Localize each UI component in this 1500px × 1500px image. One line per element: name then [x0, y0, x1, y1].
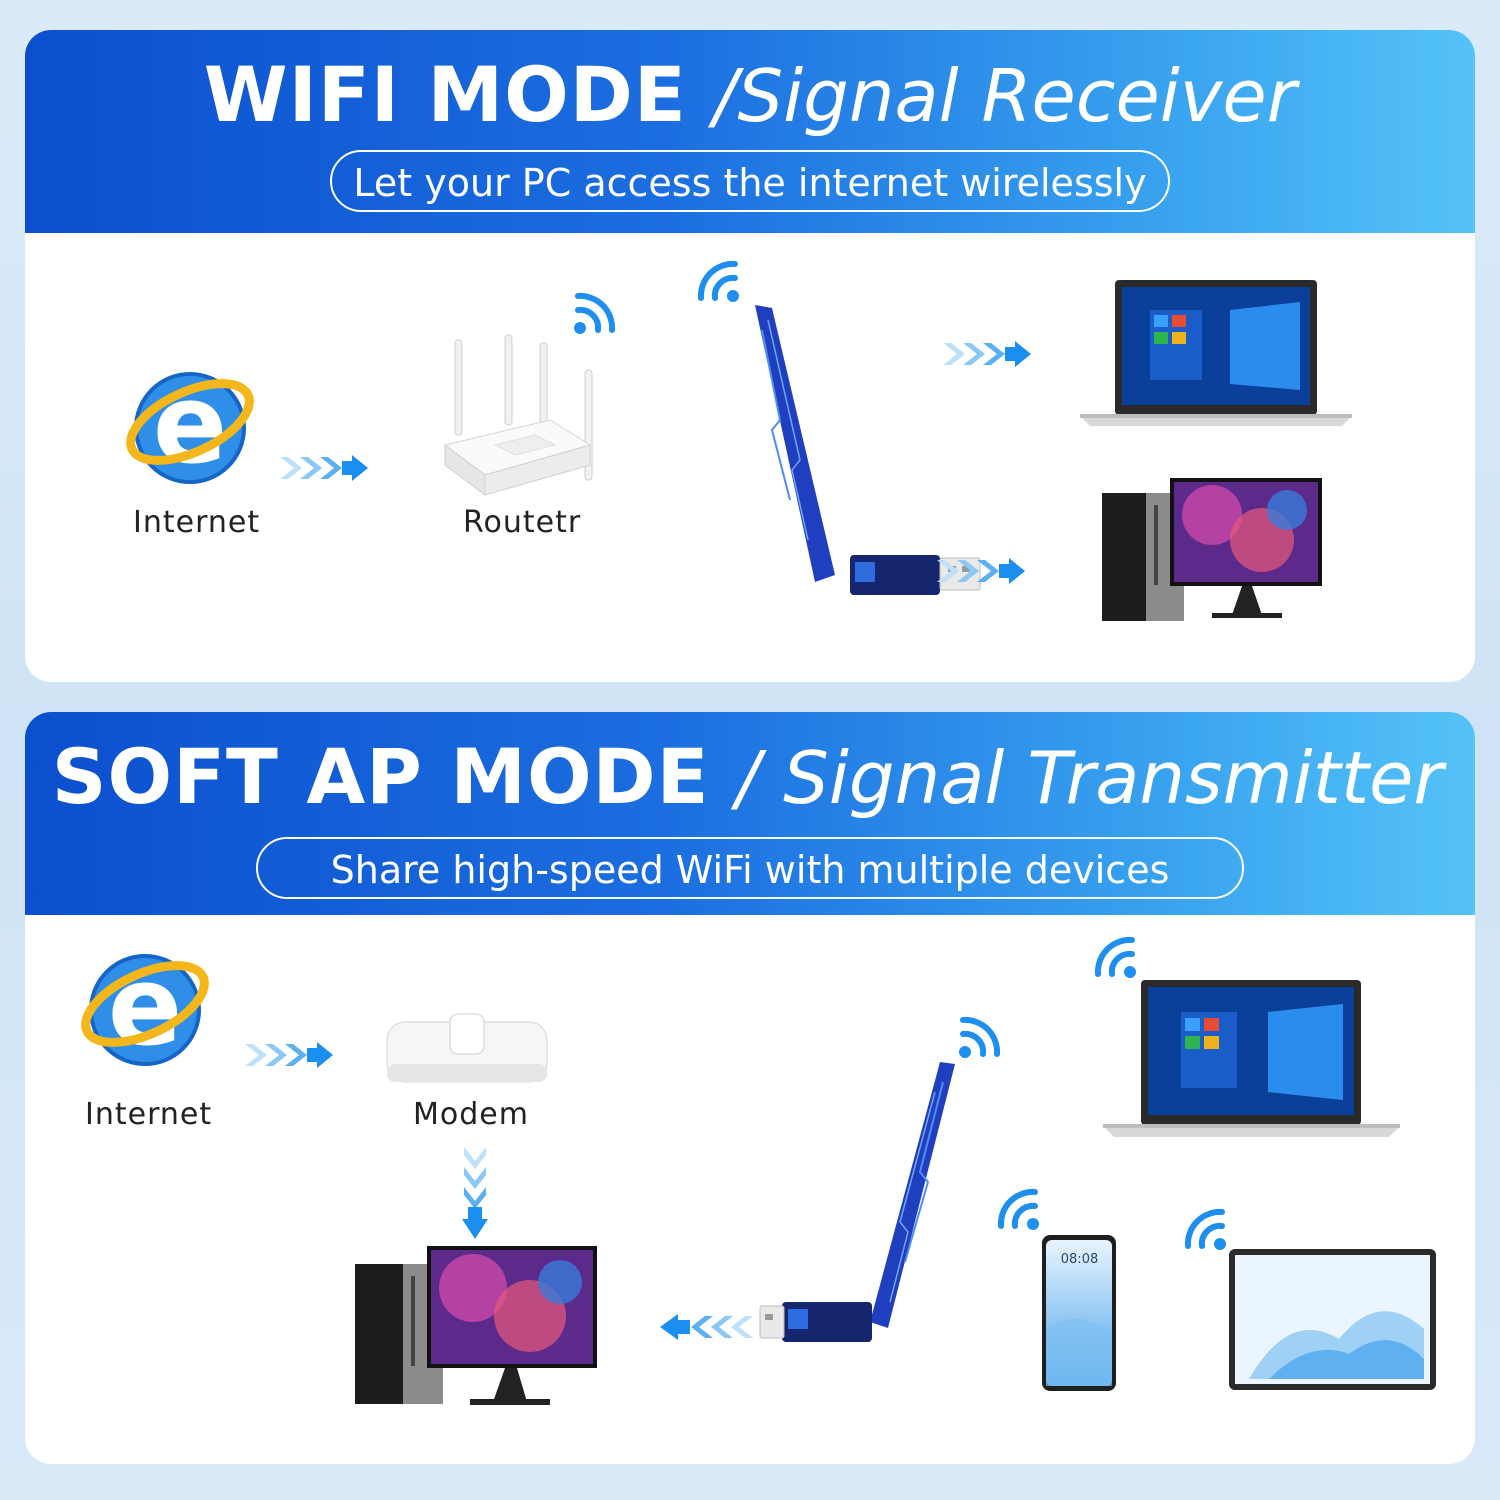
- soft-ap-mode-panel: SOFT AP MODE / Signal Transmitter Share …: [25, 712, 1475, 1464]
- desktop-computer-icon: [355, 1246, 597, 1405]
- router-icon: [443, 334, 593, 496]
- internet-explorer-icon: e: [126, 360, 254, 488]
- modem-icon: [386, 1013, 548, 1083]
- router-label: Routetr: [463, 505, 582, 540]
- wifi-mode-title-light: /Signal Receiver: [713, 54, 1297, 138]
- arrow-right-icon: [245, 1042, 333, 1068]
- soft-ap-mode-subtitle: Share high-speed WiFi with multiple devi…: [256, 837, 1244, 899]
- soft-ap-mode-title: SOFT AP MODE / Signal Transmitter: [25, 734, 1443, 821]
- desktop-computer-icon: [1102, 478, 1322, 621]
- wifi-signal-icon: [997, 1188, 1039, 1230]
- laptop-icon: [1080, 280, 1352, 426]
- soft-ap-mode-title-light: / Signal Transmitter: [736, 736, 1443, 820]
- usb-wifi-adapter-icon: [759, 1062, 955, 1342]
- soft-ap-mode-title-bold: SOFT AP MODE: [51, 732, 710, 821]
- phone-clock: 08:08: [1060, 1252, 1099, 1267]
- wifi-signal-icon: [1094, 936, 1136, 978]
- arrow-down-icon: [462, 1147, 488, 1239]
- internet-label: Internet: [85, 1097, 213, 1132]
- arrow-right-icon: [937, 558, 1025, 584]
- svg-text:e: e: [153, 360, 228, 488]
- smartphone-icon: [1042, 1235, 1116, 1391]
- wifi-signal-icon: [697, 260, 739, 302]
- wifi-signal-icon: [1184, 1208, 1226, 1250]
- wifi-mode-title: WIFI MODE /Signal Receiver: [25, 52, 1475, 139]
- arrow-left-icon: [660, 1314, 753, 1340]
- wifi-signal-icon: [574, 292, 616, 334]
- usb-wifi-adapter-icon: [755, 305, 981, 595]
- wifi-mode-panel: WIFI MODE /Signal Receiver Let your PC a…: [25, 30, 1475, 682]
- internet-label: Internet: [133, 505, 261, 540]
- modem-label: Modem: [413, 1097, 529, 1132]
- wifi-mode-banner: WIFI MODE /Signal Receiver Let your PC a…: [25, 30, 1475, 233]
- svg-text:e: e: [108, 942, 183, 1070]
- internet-explorer-icon: e: [81, 942, 209, 1070]
- arrow-right-icon: [943, 341, 1031, 367]
- wifi-mode-subtitle: Let your PC access the internet wireless…: [330, 150, 1170, 212]
- laptop-icon: [1103, 980, 1400, 1137]
- wifi-mode-title-bold: WIFI MODE: [203, 50, 687, 139]
- arrow-right-icon: [280, 455, 368, 481]
- wifi-signal-icon: [959, 1016, 1001, 1058]
- tablet-icon: [1229, 1249, 1436, 1390]
- soft-ap-mode-banner: SOFT AP MODE / Signal Transmitter Share …: [25, 712, 1475, 915]
